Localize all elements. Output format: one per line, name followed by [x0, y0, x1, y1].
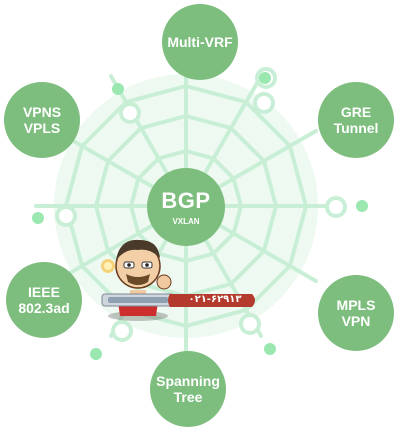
decorative-dot — [356, 200, 368, 212]
node-label: Spanning Tree — [156, 372, 220, 405]
ring-connector — [111, 320, 133, 342]
node-label: Multi-VRF — [167, 33, 233, 50]
node-vpns-vpls: VPNS VPLS — [4, 82, 80, 158]
decorative-dot — [112, 83, 124, 95]
ring-connector — [55, 205, 77, 227]
center-subtitle: VXLAN — [172, 217, 200, 227]
decorative-dot — [264, 343, 276, 355]
center-title: BGP — [161, 187, 211, 213]
phone-number-badge: ۰۲۱-۶۲۹۱۳ — [188, 293, 242, 305]
ring-connector — [119, 102, 141, 124]
node-label: MPLS VPN — [336, 296, 376, 329]
node-label: VPNS VPLS — [22, 103, 62, 136]
node-spanning-tree: Spanning Tree — [150, 351, 226, 427]
node-ieee-802-3ad: IEEE 802.3ad — [6, 262, 82, 338]
ring-connector — [239, 313, 261, 335]
ring-connector — [325, 196, 347, 218]
node-label: IEEE 802.3ad — [18, 283, 70, 316]
ring-connector — [253, 92, 275, 114]
web-ring — [129, 149, 243, 263]
decorative-dot — [259, 72, 271, 84]
decorative-dot — [32, 212, 44, 224]
cartoon-engineer-mascot-icon — [101, 239, 175, 321]
decorative-dot — [90, 348, 102, 360]
node-gre-tunnel: GRE Tunnel — [318, 82, 394, 158]
node-multi-vrf: Multi-VRF — [162, 4, 238, 80]
node-mpls-vpn: MPLS VPN — [318, 275, 394, 351]
center-node: BGP VXLAN — [147, 168, 225, 246]
web-ring — [64, 84, 308, 328]
node-label: GRE Tunnel — [333, 103, 379, 136]
